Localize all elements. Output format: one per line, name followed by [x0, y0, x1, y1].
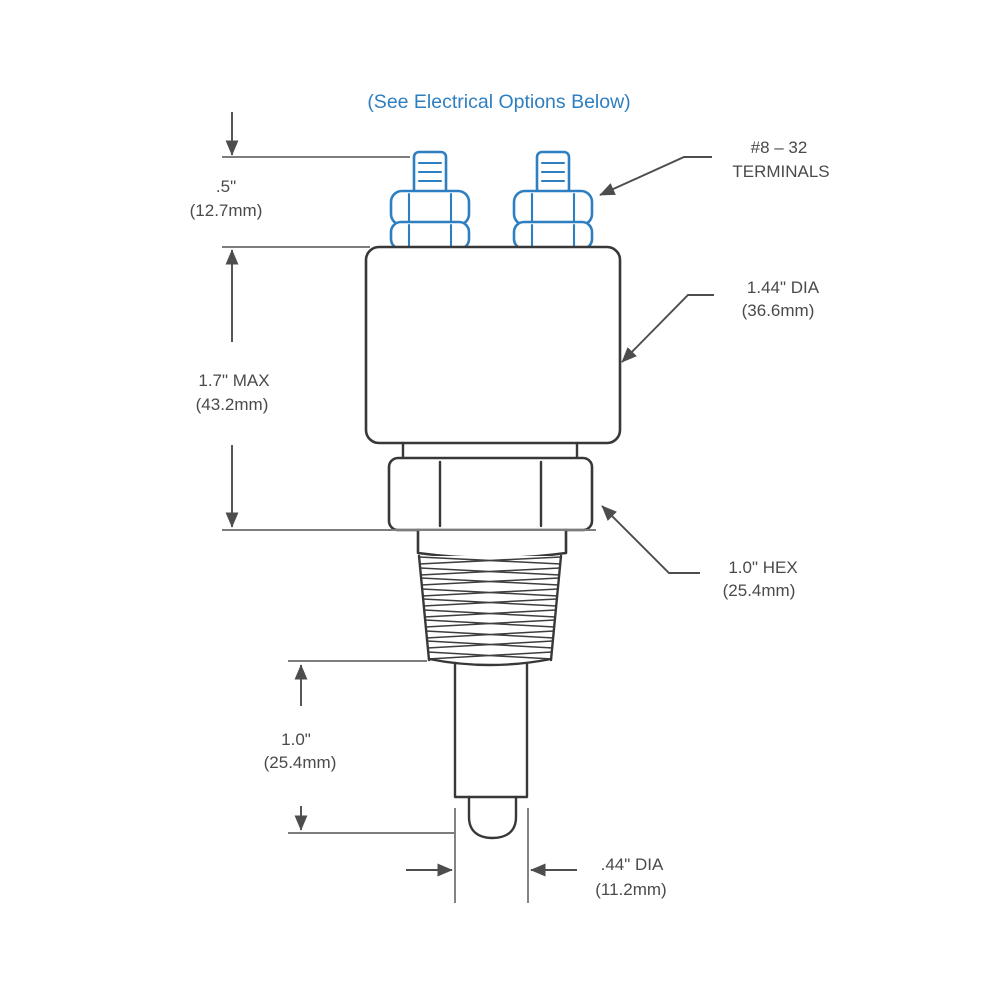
label-body-height: 1.7" MAX (43.2mm) [196, 371, 270, 414]
label-tip-dia: .44" DIA (11.2mm) [595, 855, 666, 899]
thread-hatch [418, 556, 562, 660]
nut-face-lines [407, 192, 453, 224]
label-probe-inch: 1.0" [281, 730, 311, 749]
label-hex-inch: 1.0" HEX [728, 558, 797, 577]
leader-terminals [599, 156, 712, 196]
leader-lines [599, 156, 714, 574]
sensor-body [364, 245, 622, 445]
label-terminals-size: #8 – 32 [751, 138, 808, 157]
thread-shoulder [416, 528, 568, 560]
terminal-left [389, 150, 471, 251]
extension-lines [222, 156, 596, 903]
threaded-section-edges [417, 554, 563, 662]
hex-nut [387, 456, 594, 532]
label-body-dia-inch: 1.44" DIA [747, 278, 820, 297]
nut-face-lines [530, 223, 576, 248]
label-tip-dia-mm: (11.2mm) [595, 880, 666, 899]
label-stud-inch: .5" [216, 177, 236, 196]
label-body-height-mm: (43.2mm) [196, 395, 269, 414]
terminal-nut-top [389, 189, 471, 227]
label-body-dia: 1.44" DIA (36.6mm) [742, 278, 820, 320]
terminal-nut-bottom [512, 220, 594, 251]
label-hex: 1.0" HEX (25.4mm) [723, 558, 798, 600]
label-body-height-inch: 1.7" MAX [198, 371, 269, 390]
nut-face-lines [530, 192, 576, 224]
body-neck [401, 441, 579, 460]
stud-thread-lines [417, 161, 443, 183]
nut-face-lines [407, 223, 453, 248]
label-stud-mm: (12.7mm) [190, 201, 263, 220]
label-tip-dia-inch: .44" DIA [601, 855, 664, 874]
stud-thread-lines [540, 161, 566, 183]
ext-tip-dia [454, 808, 529, 903]
label-body-dia-mm: (36.6mm) [742, 301, 815, 320]
leader-body-dia [621, 294, 714, 363]
label-terminals: #8 – 32 TERMINALS [732, 138, 829, 181]
hex-face-lines [438, 460, 543, 528]
dimension-lines [225, 112, 577, 877]
sensor-assembly [364, 245, 622, 840]
label-probe-mm: (25.4mm) [264, 753, 337, 772]
probe-tip [467, 795, 518, 840]
thread-runout-arc [427, 657, 553, 667]
terminal-right [512, 150, 594, 251]
label-probe-length: 1.0" (25.4mm) [264, 730, 337, 772]
label-terminals-word: TERMINALS [732, 162, 829, 181]
label-hex-mm: (25.4mm) [723, 581, 796, 600]
threaded-section-fill [419, 556, 561, 660]
diagram-title: (See Electrical Options Below) [367, 91, 630, 113]
probe-shaft [453, 661, 529, 799]
label-stud-height: .5" (12.7mm) [190, 177, 263, 220]
terminal-nut-top [512, 189, 594, 227]
leader-hex [601, 505, 700, 574]
terminal-nut-bottom [389, 220, 471, 251]
